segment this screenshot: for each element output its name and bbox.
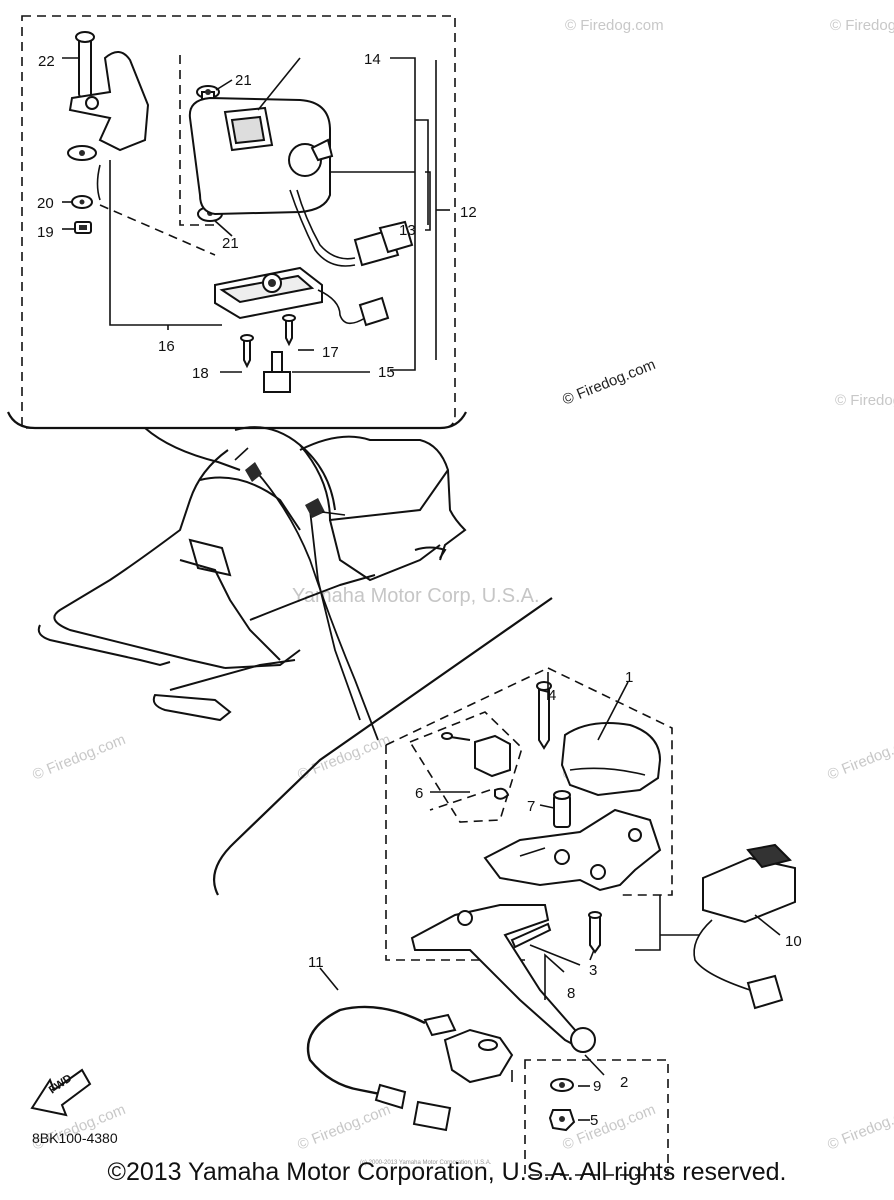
assembly-1-outline xyxy=(385,667,549,746)
watermark-site: © Firedog.com xyxy=(295,1101,393,1154)
snowmobile-illustration xyxy=(37,426,467,741)
separator-line xyxy=(213,597,553,896)
callout-21: 21 xyxy=(222,235,239,252)
washer-9 xyxy=(550,1078,574,1092)
fwd-arrow: FWD xyxy=(30,1068,92,1117)
switch-housing-13 xyxy=(188,96,414,267)
inset-box xyxy=(6,15,467,430)
lever-bracket xyxy=(483,808,662,892)
callout-22: 22 xyxy=(38,53,55,70)
leader-lines-inset xyxy=(62,57,450,373)
watermark-site: © Firedog.com xyxy=(825,731,894,784)
callout-labels: 22 21 21 14 12 13 20 19 16 17 18 15 1 4 … xyxy=(37,51,802,1129)
bolt-15 xyxy=(263,351,291,393)
callout-4: 4 xyxy=(548,687,556,704)
callout-18: 18 xyxy=(192,365,209,382)
brake-lever-2 xyxy=(410,904,596,1053)
callout-21: 21 xyxy=(235,72,252,89)
watermark-site: © Firedog.com xyxy=(565,17,664,34)
leader-lines-bottom xyxy=(319,672,781,1121)
callout-7: 7 xyxy=(527,798,535,815)
small-copyright: (c) 2000-2013 Yamaha Motor Corporation, … xyxy=(360,1160,492,1166)
cover-1 xyxy=(560,722,662,797)
watermark-site: © Firedog.com xyxy=(825,1101,894,1154)
nut-5 xyxy=(548,1109,576,1132)
watermark-site-dark: © Firedog.com xyxy=(560,356,658,409)
callout-8: 8 xyxy=(567,985,575,1002)
callout-15: 15 xyxy=(378,364,395,381)
watermark-site: © Firedog.com xyxy=(30,731,128,784)
watermark-site: © Firedog.com xyxy=(560,1101,658,1154)
hardware-outline xyxy=(524,1059,669,1176)
callout-3: 3 xyxy=(589,962,597,979)
callout-19: 19 xyxy=(37,224,54,241)
callout-20: 20 xyxy=(37,195,54,212)
callout-5: 5 xyxy=(590,1112,598,1129)
callout-2: 2 xyxy=(620,1074,628,1091)
callout-12: 12 xyxy=(460,204,477,221)
guide-line xyxy=(99,204,216,256)
watermark-site: © Firedog.com xyxy=(830,17,894,34)
callout-6: 6 xyxy=(415,785,423,802)
callout-14: 14 xyxy=(364,51,381,68)
bracket xyxy=(67,51,222,326)
screw-8 xyxy=(510,922,552,949)
block-6 xyxy=(441,732,511,800)
screw-18 xyxy=(240,334,254,369)
assembly-1-outline xyxy=(385,667,673,961)
callout-10: 10 xyxy=(785,933,802,950)
guide-line xyxy=(179,55,215,226)
switch-10 xyxy=(693,843,796,1010)
subassembly-6-outline xyxy=(408,711,523,823)
callout-11: 11 xyxy=(308,954,324,971)
callout-16: 16 xyxy=(158,338,175,355)
screw-3 xyxy=(588,911,602,954)
callout-1: 1 xyxy=(625,669,633,686)
copyright-footer: ©2013 Yamaha Motor Corporation, U.S.A. A… xyxy=(107,1158,787,1186)
watermark-center: Yamaha Motor Corp, U.S.A. xyxy=(292,585,540,607)
pin-22 xyxy=(75,31,95,98)
callout-13: 13 xyxy=(399,222,416,239)
callout-17: 17 xyxy=(322,344,339,361)
washer-20 xyxy=(71,195,93,209)
switch-base-16 xyxy=(214,266,390,327)
screw-17 xyxy=(282,314,296,347)
callout-9: 9 xyxy=(593,1078,601,1095)
collar-7 xyxy=(553,790,571,828)
watermark-site: © Firedog.com xyxy=(835,392,894,409)
cable-11 xyxy=(306,1005,514,1132)
nut-19 xyxy=(74,221,92,234)
reference-code: 8BK100-4380 xyxy=(32,1130,118,1146)
